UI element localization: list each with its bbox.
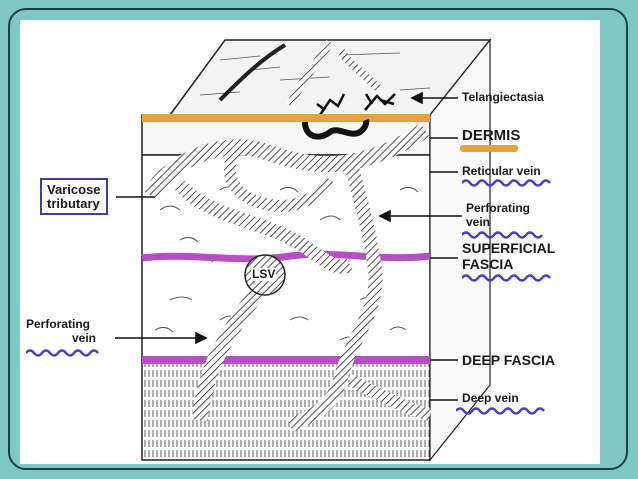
slide-frame [8, 8, 628, 470]
telangiectasia-clusters [316, 93, 396, 116]
perforating-vein-right-wavy-underline [462, 231, 543, 239]
perforating-vein-left-wavy-underline [26, 349, 99, 357]
skin-cross-section-illustration [115, 38, 518, 462]
reticular-vein-wavy-underline [462, 179, 551, 187]
label-perforating-vein-right-1: Perforating [466, 201, 531, 215]
deep-vein-wavy-underline [456, 407, 545, 415]
label-deep-vein: Deep vein [462, 391, 519, 405]
label-varicose-tributary-box: Varicose tributary [40, 178, 108, 216]
deep-fascia-band [142, 356, 430, 364]
label-varicose-tributary-1: Varicose [47, 182, 101, 197]
superficial-fascia-band [141, 250, 431, 263]
diagram-panel: Telangiectasia DERMIS Reticular vein Per… [20, 20, 600, 464]
label-lsv: LSV [251, 267, 277, 281]
muscle-layer [141, 359, 431, 461]
label-superficial-fascia-1: SUPERFICIAL [462, 240, 556, 256]
dermis-label-highlight [460, 145, 518, 152]
label-deep-fascia: DEEP FASCIA [462, 352, 556, 368]
label-superficial-fascia-2: FASCIA [462, 256, 514, 272]
vein-network [143, 123, 432, 432]
label-perforating-vein-left-1: Perforating [26, 317, 91, 331]
label-perforating-vein-left-2: vein [72, 331, 97, 345]
label-dermis: DERMIS [462, 127, 521, 144]
label-varicose-tributary-2: tributary [47, 195, 100, 211]
label-reticular-vein: Reticular vein [462, 164, 541, 178]
label-perforating-vein-right-2: vein [466, 215, 491, 229]
dermis-band [142, 114, 430, 122]
superficial-fascia-wavy-underline [462, 274, 551, 282]
label-telangiectasia: Telangiectasia [462, 90, 544, 104]
